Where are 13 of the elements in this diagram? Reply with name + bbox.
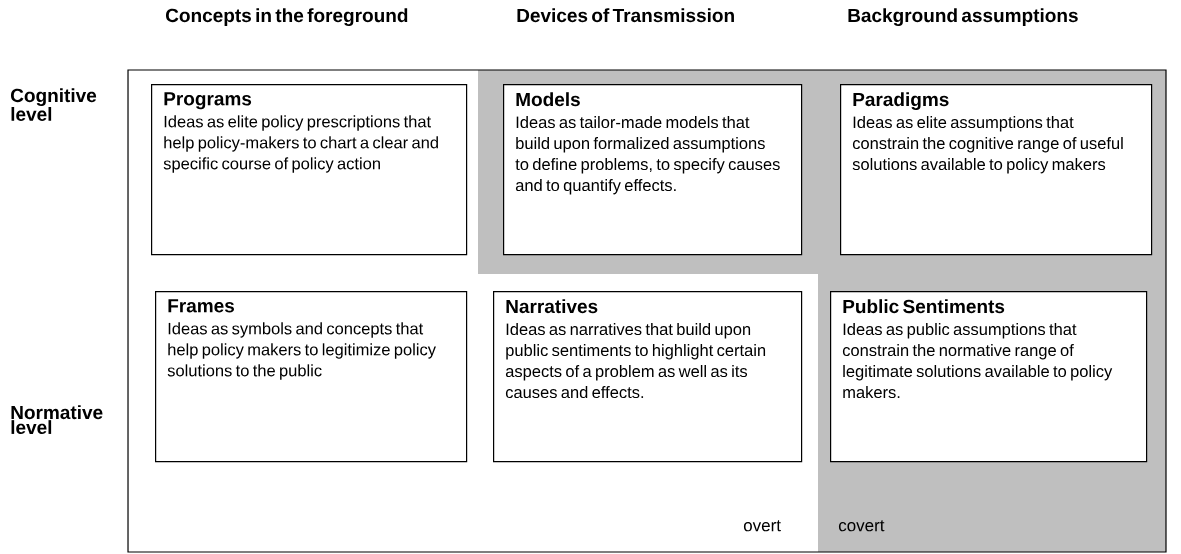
text-box: Public Sentiments Ideas as public assumptions that constrain the normative range of legitimate solutions available to policy makers. xyxy=(830,291,1148,463)
text-box: Frames Ideas as symbols and concepts that help policy makers to legitimize policy solutions to the public xyxy=(155,291,468,463)
column-header: Concepts in the foreground xyxy=(166,8,408,26)
column-header: Devices of Transmission xyxy=(517,8,734,23)
region-label: overt xyxy=(743,520,781,532)
row-header: Normative level xyxy=(11,405,103,435)
text-box: Paradigms Ideas as elite assumptions that constrain the cognitive range of useful solutions available to policy makers xyxy=(840,84,1153,256)
text-box: Narratives Ideas as narratives that build upon public sentiments to highlight certain aspects of a problem as well as its causes and effects. xyxy=(493,291,803,463)
region-label: covert xyxy=(838,520,885,532)
row-header: Cognitive level xyxy=(11,88,97,121)
text-box: Programs Ideas as elite policy prescriptions that help policy-makers to chart a clear and specific course of policy action xyxy=(151,84,468,256)
column-header: Background assumptions xyxy=(848,8,1078,26)
text-box: Models Ideas as tailor-made models that build upon formalized assumptions to define problems, to specify causes and to quantify effects. xyxy=(503,84,803,256)
